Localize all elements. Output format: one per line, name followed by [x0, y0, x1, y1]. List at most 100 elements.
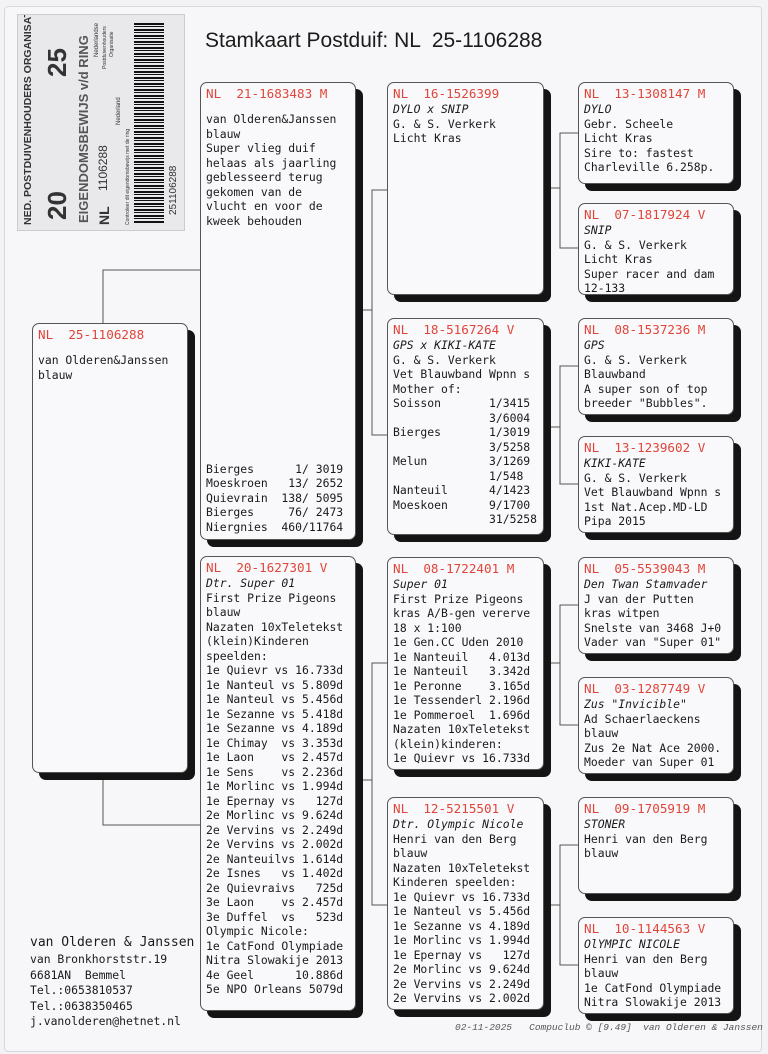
card-line: Nanteuil 4/1423 — [393, 483, 531, 497]
card-line: Charleville 6.258p. — [584, 160, 715, 174]
ring-number: NL 03-1287749 V — [584, 681, 706, 696]
card-line: blauw — [584, 966, 619, 980]
pigeon-name: GPS x KIKI-KATE — [393, 338, 496, 352]
pigeon-name: STONER — [584, 817, 626, 831]
card-line: 18 x 1:100 — [393, 620, 462, 635]
barcode — [134, 23, 164, 223]
card-line: Sire to: fastest — [584, 145, 694, 160]
card-line: Soisson 1/3415 — [393, 396, 531, 410]
card-line: (klein)kinderen: — [393, 736, 503, 751]
card-line: G. & S. Verkerk — [393, 116, 496, 131]
owner-address: van Bronkhorststr.19 — [30, 952, 168, 966]
card-line: Bierges 1/3019 — [393, 425, 531, 439]
card-line: Super racer and dam — [584, 266, 715, 281]
connector-ds-parents — [543, 604, 578, 726]
card-line: Olympic Nicole: — [206, 924, 309, 938]
card-line: speelden: — [206, 648, 268, 663]
card-line: van Olderen&Janssen — [38, 353, 169, 367]
card-line: 1e Quievr vs 16.733d — [393, 889, 531, 904]
ring-number: NL 21-1683483 M — [206, 86, 328, 101]
card-line: 1e CatFond Olympiade — [584, 980, 722, 995]
ring-number: NL 05-5539043 M — [584, 561, 706, 576]
card-line: 2e Nanteuilvs 1.614d — [206, 851, 344, 866]
spacer — [38, 343, 182, 353]
card-line: 12-133 — [584, 281, 626, 295]
card-line: 1e Sezanne vs 4.189d — [206, 721, 344, 735]
connector-sire-parents — [355, 189, 387, 436]
pigeon-name: Dtr. Super 01 — [206, 576, 296, 590]
card-line: Pipa 2015 — [584, 514, 646, 528]
card-line: Gebr. Scheele — [584, 116, 674, 131]
ring-number: NL 20-1627301 V — [206, 560, 328, 575]
card-line: Nitra Slowakije 2013 — [584, 995, 722, 1009]
card-line: blauw — [393, 846, 428, 860]
card-line: Snelste van 3468 J+0 — [584, 620, 722, 635]
card-line: 2e Vervins vs 2.002d — [393, 991, 531, 1005]
card-line: kweek behouden — [206, 213, 303, 228]
result-line: Bierges 1/ 3019 — [206, 461, 344, 476]
card-line: 3e Laon vs 2.457d — [206, 895, 344, 909]
card-line: Nazaten 10xTeletekst — [393, 860, 531, 875]
pigeon-name: Den Twan Stamvader — [584, 577, 708, 591]
owner-phone-1: Tel.:0653810537 — [30, 983, 133, 997]
card-line: Ad Schaerlaeckens — [584, 711, 701, 726]
owner-name: van Olderen & Janssen — [30, 935, 195, 950]
card-line: 1e Nanteul vs 5.456d — [206, 692, 344, 706]
card-line: Henri van den Berg — [584, 951, 708, 966]
result-line: Niergnies 460/11764 — [206, 519, 344, 534]
card-line: 2e Vervins vs 2.002d — [206, 837, 344, 851]
card-line: 2e Vervins vs 2.249d — [206, 822, 344, 837]
card-line: 1e Pommeroel 1.696d — [393, 707, 531, 722]
card-line: G. & S. Verkerk — [393, 352, 496, 367]
result-line: Bierges 76/ 2473 — [206, 505, 344, 519]
owner-email[interactable]: j.vanolderen@hetnet.nl — [30, 1014, 181, 1028]
card-line: First Prize Pigeons — [206, 590, 337, 605]
connector-dd-parents — [543, 844, 578, 966]
card-line: 1e Sens vs 2.236d — [206, 764, 344, 779]
card-line: 1e Sezanne vs 4.189d — [393, 918, 531, 933]
pigeon-name: OlYMPIC NICOLE — [584, 937, 681, 951]
card-line: Vader van "Super 01" — [584, 635, 722, 649]
connector-subject-sire — [102, 269, 200, 323]
pigeon-name: GPS — [584, 338, 605, 352]
result-line: Quievrain 138/ 5095 — [206, 490, 344, 505]
pigeon-name: Zus "Invicible" — [584, 697, 687, 711]
card-line: geblesseerd terug — [206, 170, 323, 184]
card-line: breeder "Bubbles". — [584, 396, 708, 410]
connector-subject-dam — [102, 773, 200, 826]
connector-ss-parents — [543, 132, 578, 249]
card-line: Mother of: — [393, 381, 462, 396]
card-line: 2e Vervins vs 2.249d — [393, 976, 531, 991]
ring-number: NL 13-1239602 V — [584, 440, 706, 455]
card-line: helaas als jaarling — [206, 155, 337, 170]
card-line: 1e Peronne 3.165d — [393, 678, 531, 693]
card-line: Moeder van Super 01 — [584, 755, 715, 769]
ring-number: NL 10-1144563 V — [584, 921, 706, 936]
card-line: 3/6004 — [393, 410, 531, 425]
card-line: J van der Putten — [584, 591, 694, 606]
pigeon-name: KIKI-KATE — [584, 456, 646, 470]
card-line: 5e NPO Orleans 5079d — [206, 982, 344, 996]
card-line: kras A/B-gen vererve — [393, 606, 531, 620]
ring-number: NL 16-1526399 — [393, 86, 500, 101]
card-line: 1e Nanteuil 3.342d — [393, 664, 531, 678]
card-line: 4e Geel 10.886d — [206, 967, 344, 982]
card-line: 1e Tessenderl 2.196d — [393, 693, 531, 707]
